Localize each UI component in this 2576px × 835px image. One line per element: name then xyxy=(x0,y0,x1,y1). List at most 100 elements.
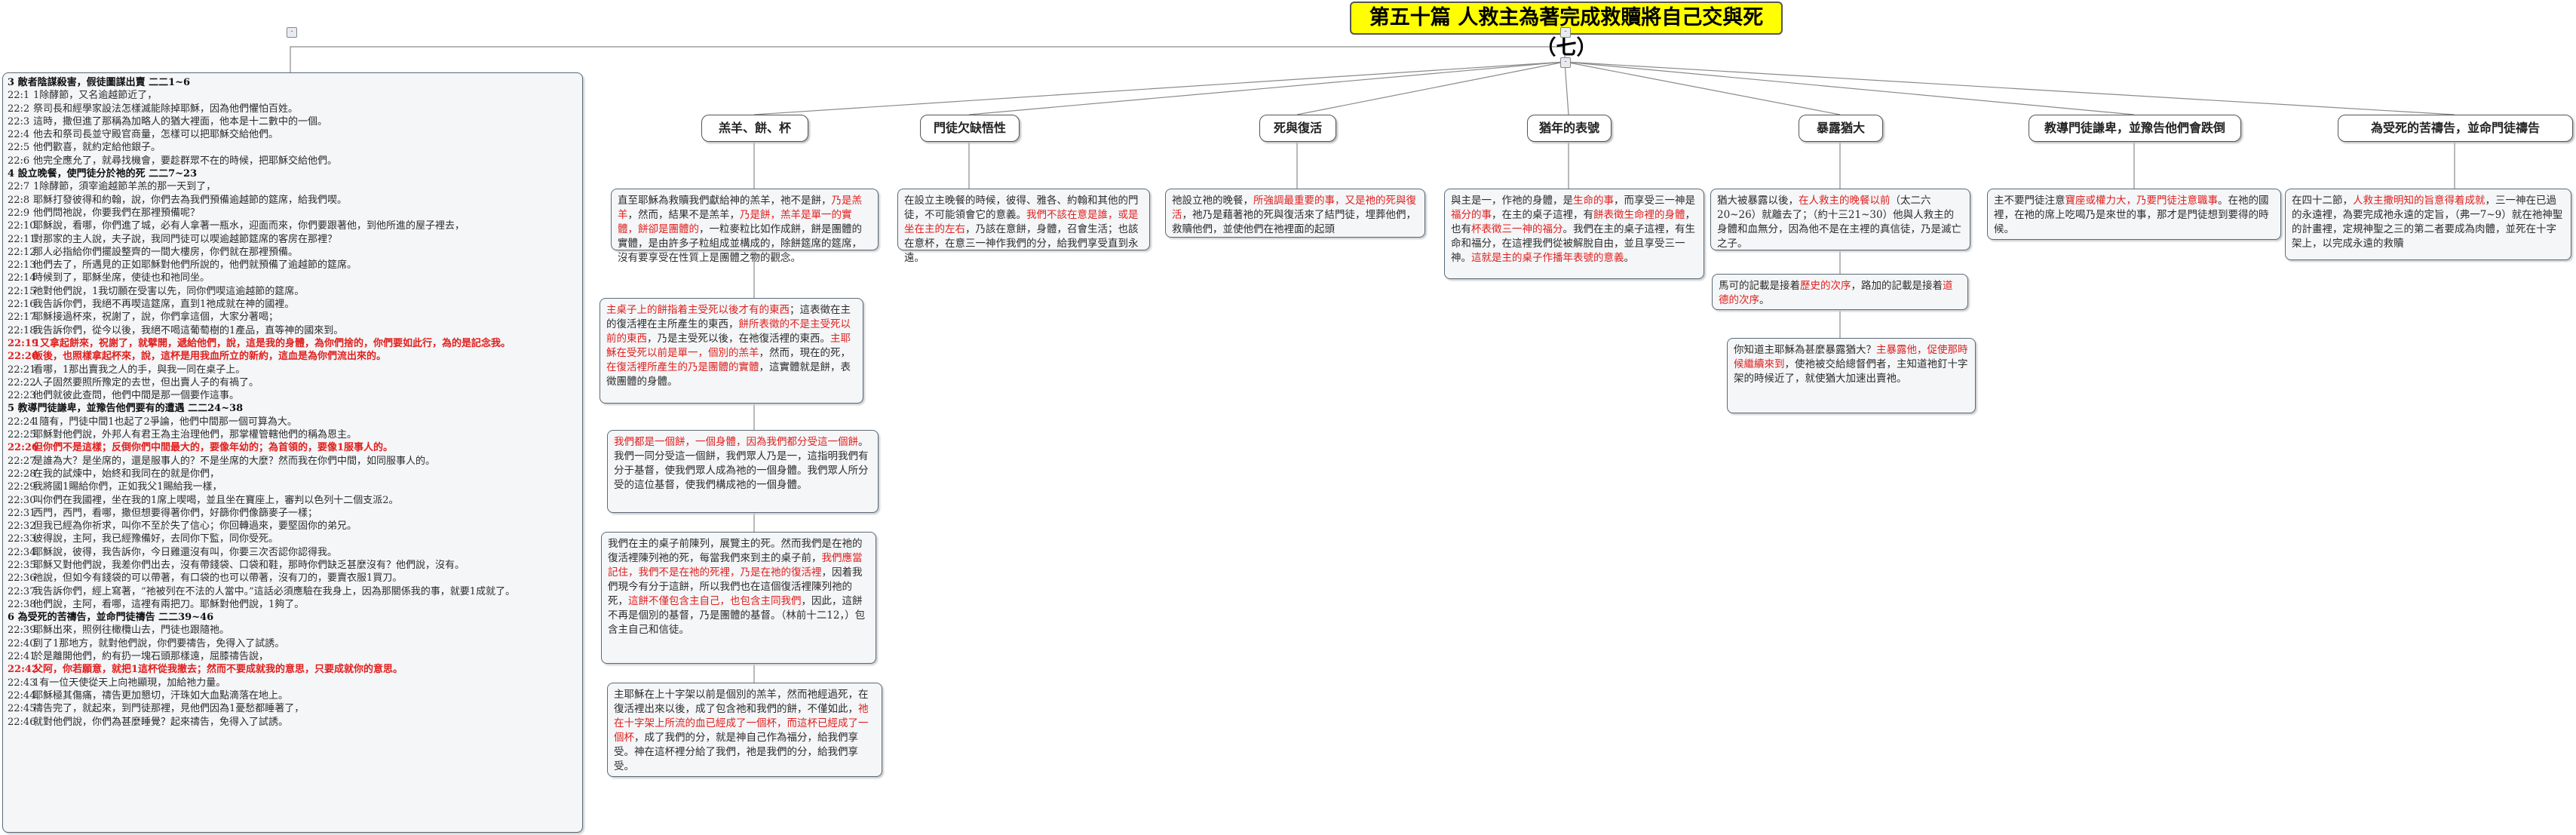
verse-text: 耶穌說，彼得，我告訴你，今日雞還沒有叫，你要三次否認你認得我。 xyxy=(33,546,338,558)
page-title[interactable]: 第五十篇 人救主為著完成救贖將自己交與死（七） xyxy=(1350,2,1783,60)
verse-text: 但你們不是這樣；反倒你們中間最大的，要像年幼的；為首領的，要像1服事人的。 xyxy=(33,442,394,454)
note-text-segment: ，然而，結果不是羔羊， xyxy=(627,209,741,221)
topic-lamb-bread-cup[interactable]: 羔羊、餅、杯 xyxy=(701,115,808,142)
verse-line: 22:44耶穌極其傷痛，禱告更加懇切，汗珠如大血點滴落在地上。 xyxy=(8,689,578,702)
verse-text: 1又拿起餅來，祝謝了，就擘開，遞給他們，說，這是我的身體，為你們捨的，你們要如此… xyxy=(33,337,511,349)
verse-ref: 22:26 xyxy=(8,442,38,454)
verse-text: 於是離開他們，約有扔一塊石頭那樣遠，屈膝禱告說， xyxy=(33,651,269,663)
verse-line: 22:40到了1那地方，就對他們說，你們要禱告，免得入了試誘。 xyxy=(8,637,578,650)
verse-line: 22:30叫你們在我國裡，坐在我的1席上喫喝，並且坐在寶座上，審判以色列十二個支… xyxy=(8,494,578,507)
note-bread-after-death: 主桌子上的餅指着主受死以後才有的東西；這表徵在主的復活裡在主所產生的東西，餅所表… xyxy=(600,298,863,404)
verse-text: 他去和祭司長並守殿官商量，怎樣可以把耶穌交給他們。 xyxy=(33,129,279,141)
verse-line: 22:37我告訴你們，經上寫著，“祂被列在不法的人當中。”這話必須應驗在我身上，… xyxy=(8,585,578,598)
topic-exposing-judas[interactable]: 暴露猶大 xyxy=(1799,115,1883,142)
note-text-segment: 在人救主的晚餐以前 xyxy=(1799,195,1891,207)
topic-disciples-lack-understanding[interactable]: 門徒欠缺悟性 xyxy=(920,115,1020,142)
verse-ref: 22:18 xyxy=(8,324,36,336)
verse-text: 我將國1賜給你們，正如我父1賜給我一樣， xyxy=(33,481,222,493)
note-text-segment: 。我們一同分受這一個餅，我們眾人乃是一，這指明我們有分于基督，使我們眾人成為祂的… xyxy=(614,436,869,491)
verse-text: 飯後，也照樣拿起杯來，說，這杯是用我血所立的新約，這血是為你們流出來的。 xyxy=(33,351,387,363)
note-text-segment: 在復活裡所產生的乃是團體的實體 xyxy=(606,361,759,373)
note-text-segment: 主耶穌在上十字架以前是個別的羔羊，然而祂經過死，在復活裡出來以後，成了包含祂和我… xyxy=(614,689,869,715)
verse-text: 對那家的主人說，夫子說，我同門徒可以喫逾越節筵席的客房在那裡？ xyxy=(33,233,338,245)
topic-prayer-suffering[interactable]: 為受死的苦禱告，並命門徒禱告 xyxy=(2338,115,2573,142)
verse-ref: 22:21 xyxy=(8,364,36,376)
verse-text: 耶穌極其傷痛，禱告更加懇切，汗珠如大血點滴落在地上。 xyxy=(33,689,289,701)
verse-line: 22:25耶穌對他們說，外邦人有君王為主治理他們，那掌權管轄他們的稱為恩主。 xyxy=(8,428,578,441)
collapse-toggle-center-2[interactable]: - xyxy=(1560,57,1571,68)
verse-ref: 22:16 xyxy=(8,299,36,311)
note-text-segment: 福分的事 xyxy=(1451,209,1492,221)
verse-line: 22:21看哪，1那出賣我之人的手，與我一同在桌子上。 xyxy=(8,364,578,376)
verse-ref: 22:46 xyxy=(8,716,36,728)
note-text-segment: ，在主的桌子這裡，有 xyxy=(1492,209,1593,221)
verse-text: 他們說，主阿，看哪，這裡有兩把刀。耶穌對他們說，1夠了。 xyxy=(33,598,305,610)
note-text-segment: ，因着我們現今有分于這餅，所以我們也在這個復活裡陳列祂的死， xyxy=(608,566,863,607)
verse-text: 他們問祂說，你要我們在那裡預備呢？ xyxy=(33,207,201,219)
verse-ref: 22:29 xyxy=(8,481,36,493)
note-text-segment: 這就是主的桌子作播年表號的意義 xyxy=(1471,252,1624,264)
collapse-toggle-left[interactable]: - xyxy=(287,27,297,38)
verse-ref: 22:35 xyxy=(8,559,36,571)
verse-ref: 22:5 xyxy=(8,142,30,154)
note-lamb-to-bread: 主耶穌在上十字架以前是個別的羔羊，然而祂經過死，在復活裡出來以後，成了包含祂和我… xyxy=(607,683,882,777)
note-supper-emphasis: 祂設立祂的晚餐，所強調最重要的事，又是祂的死與復活，祂乃是藉著祂的死與復活來了結… xyxy=(1165,189,1425,238)
note-text-segment: 主耶穌在受死以前是單一，個別的羔羊 xyxy=(606,333,851,359)
verse-text: 耶穌又對他們說，我差你們出去，沒有帶錢袋、口袋和鞋，那時你們缺乏甚麼沒有？他們說… xyxy=(33,559,465,571)
verse-ref: 22:8 xyxy=(8,194,30,206)
verse-line: 22:10耶穌說，看哪，你們進了城，必有人拿著一瓶水，迎面而來，你們要跟著他，到… xyxy=(8,219,578,232)
verse-ref: 22:25 xyxy=(8,429,36,441)
verse-text: 但我已經為你祈求，叫你不至於失了信心；你回轉過來，要堅固你的弟兄。 xyxy=(33,520,357,533)
verse-text: 他們去了，所遇見的正如耶穌對他們所說的，他們就預備了逾越節的筵席。 xyxy=(33,259,357,272)
topic-annual-sign[interactable]: 猶年的表號 xyxy=(1527,115,1612,142)
note-ministry-not-throne: 主不要門徒注意寶座或權力大，乃要門徒注意職事。在祂的國裡，在祂的席上吃喝乃是來世… xyxy=(1987,189,2281,240)
note-historical-moral-order: 馬可的記載是接着歷史的次序，路加的記載是接着道德的次序。 xyxy=(1712,274,1968,310)
note-display-death: 我們在主的桌子前陳列，展覽主的死。然而我們是在祂的復活裡陳列祂的死，每當我們來到… xyxy=(601,532,876,664)
verse-ref: 22:42 xyxy=(8,664,38,676)
note-text-segment: ，乃是主受死以後，在祂復活裡的東西。 xyxy=(647,333,830,345)
verse-ref: 22:13 xyxy=(8,259,36,272)
verse-text: 禱告完了，就起來，到門徒那裡，見他們因為1憂愁都睡著了， xyxy=(33,703,305,715)
verse-ref: 22:11 xyxy=(8,233,36,245)
note-one-bread-one-body: 我們都是一個餅，一個身體，因為我們都分受這一個餅。我們一同分受這一個餅，我們眾人… xyxy=(607,430,879,513)
verse-line: 22:431有一位天使從天上向祂顯現，加給祂力量。 xyxy=(8,677,578,689)
note-text-segment: 在四十二節， xyxy=(2292,195,2353,207)
verse-line: 22:20飯後，也照樣拿起杯來，說，這杯是用我血所立的新約，這血是為你們流出來的… xyxy=(8,350,578,363)
verse-line: 22:34耶穌說，彼得，我告訴你，今日雞還沒有叫，你要三次否認你認得我。 xyxy=(8,546,578,559)
collapse-toggle-center[interactable]: - xyxy=(1560,27,1571,38)
note-text-segment: 主桌子上的餅指着主受死以後才有的東西 xyxy=(606,304,790,316)
verse-ref: 22:27 xyxy=(8,455,36,467)
verse-text: 耶穌對他們說，外邦人有君王為主治理他們，那掌權管轄他們的稱為恩主。 xyxy=(33,429,357,441)
verse-ref: 22:36 xyxy=(8,573,36,585)
verse-text: 我告訴你們，我絕不再喫這筵席，直到1祂成就在神的國裡。 xyxy=(33,299,295,311)
note-text-segment: ，祂乃是藉著祂的死與復活來了結門徒，埋葬他們，救贖他們，並使他們在祂裡面的起頭 xyxy=(1172,209,1416,235)
verse-ref: 22:24 xyxy=(8,416,36,428)
note-text-segment: 祂設立祂的晚餐， xyxy=(1172,195,1253,207)
section-heading: 6 為受死的苦禱告，並命門徒禱告 二二39~46 xyxy=(8,612,214,624)
verse-line: 22:241隨有，門徒中間1也起了2爭論，他們中間那一個可算為大。 xyxy=(8,416,578,428)
verse-ref: 22:6 xyxy=(8,155,30,167)
verse-line: 22:27是誰為大？是坐席的，還是服事人的？不是坐席的大麼？然而我在你們中間，如… xyxy=(8,455,578,468)
note-text-segment: 乃是羔羊 xyxy=(618,195,862,221)
verse-text: 我告訴你們，從今以後，我絕不喝這葡萄樹的1產品，直等神的國來到。 xyxy=(33,324,344,336)
verse-text: 耶穌出來，照例往橄欖山去，門徒也跟隨祂。 xyxy=(33,625,230,637)
topic-death-resurrection[interactable]: 死與復活 xyxy=(1259,115,1336,142)
verse-ref: 22:41 xyxy=(8,651,36,663)
verse-text: 看哪，1那出賣我之人的手，與我一同在桌子上。 xyxy=(33,364,246,376)
verse-ref: 22:34 xyxy=(8,546,36,558)
note-text-segment: ，一粒麥粒比如作成餅，餅是團體的實體，是由許多子粒組成並構成的，除餅筵席的筵席，… xyxy=(618,223,862,264)
note-lamb-vs-bread: 直至耶穌為救贖我們獻給神的羔羊，祂不是餅，乃是羔羊，然而，結果不是羔羊，乃是餅，… xyxy=(611,189,879,264)
note-text-segment: ，也有 xyxy=(1451,209,1695,235)
verse-ref: 22:30 xyxy=(8,494,36,506)
topic-teaching-humility[interactable]: 教導門徒謙卑，並豫告他們會跌倒 xyxy=(2029,115,2241,142)
note-text-segment: 乃是餅，羔羊是單一的實體，餅卻是團體的 xyxy=(618,209,852,235)
section-heading: 5 教導門徒謙卑，並豫告他們要有的遭遇 二二24~38 xyxy=(8,403,244,415)
verse-line: 22:14時候到了，耶穌坐席，使徒也和祂同坐。 xyxy=(8,272,578,284)
verse-text: 耶穌打發彼得和約翰，說，你們去為我們預備逾越節的筵席，給我們喫。 xyxy=(33,194,348,206)
verse-line: 22:12那人必指給你們擺設整齊的一間大樓房，你們就在那裡預備。 xyxy=(8,246,578,259)
verse-line: 22:32但我已經為你祈求，叫你不至於失了信心；你回轉過來，要堅固你的弟兄。 xyxy=(8,520,578,533)
